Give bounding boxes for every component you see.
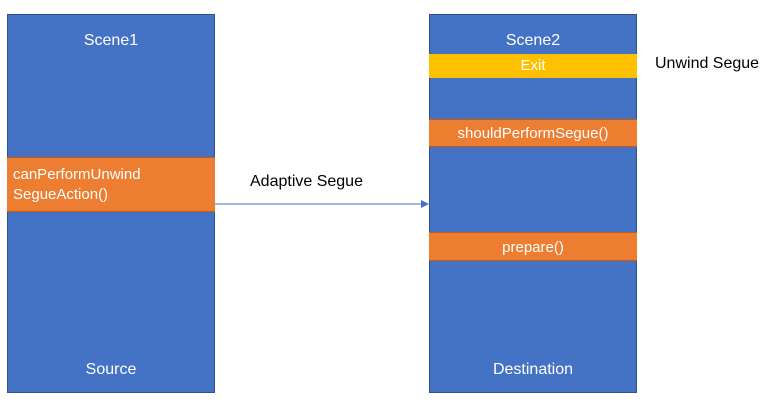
prepare-band: prepare() [429, 232, 637, 261]
scene2-footer: Destination [492, 361, 574, 378]
scene1-title: Scene1 [83, 32, 139, 49]
should-perform-segue-band: shouldPerformSegue() [429, 119, 637, 147]
scene1-footer: Source [85, 361, 137, 378]
unwind-segue-label: Unwind Segue [655, 55, 760, 72]
exit-band: Exit [429, 54, 637, 78]
can-perform-unwind-band: canPerformUnwind SegueAction() [7, 157, 215, 212]
scene1-box: Scene1 canPerformUnwind SegueAction() So… [7, 14, 215, 393]
scene2-title: Scene2 [505, 32, 561, 49]
scene2-box: Scene2 Exit shouldPerformSegue() prepare… [429, 14, 637, 393]
can-perform-unwind-line1: canPerformUnwind [13, 166, 141, 183]
adaptive-segue-label: Adaptive Segue [250, 173, 363, 190]
can-perform-unwind-line2: SegueAction() [13, 186, 109, 203]
